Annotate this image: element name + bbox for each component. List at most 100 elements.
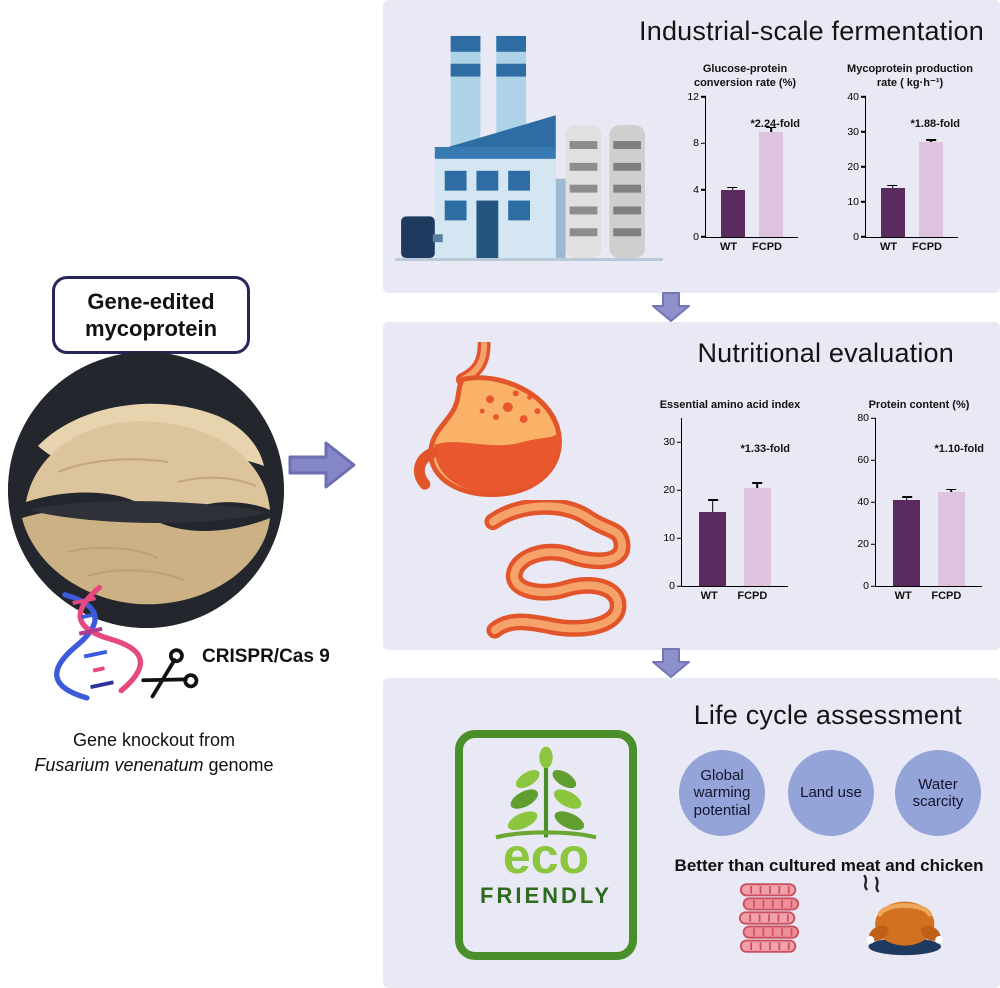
y-tick-label: 8 [693,137,699,150]
arrow-down-icon [650,291,692,328]
nutrition-title: Nutritional evaluation [697,338,954,368]
bar-column-wt [699,418,727,587]
y-tick-mark [871,501,876,504]
intestine-icon [471,498,639,648]
y-tick-label: 4 [693,183,699,196]
x-label-fcpd: FCPD [931,590,962,603]
gene-edited-mycoprotein-label: Gene-edited mycoprotein [52,276,250,354]
y-tick-label: 0 [669,580,675,593]
lca-footnote: Better than cultured meat and chicken [674,856,984,875]
eco-word: eco [502,828,590,884]
eco-friendly-logo: eco FRIENDLY [455,730,637,960]
x-label-fcpd: FCPD [912,240,942,253]
lifecycle-title: Life cycle assessment [693,700,962,730]
error-bar-fcpd [950,489,952,492]
arrow-right-icon [286,436,358,499]
y-tick-mark [871,543,876,546]
y-tick-mark [871,585,876,588]
y-tick-label: 10 [663,532,675,545]
circle-water-scarcity: Water scarcity [895,750,981,836]
species-name: Fusarium venenatum [34,755,204,776]
y-tick-mark [701,235,706,238]
y-tick-label: 20 [847,160,859,173]
chart-glucose-conversion: Glucose-protein conversion rate (%) 0 4 8 1… [675,62,815,253]
bar-column-wt [893,418,921,587]
circle-global-warming: Global warming potential [679,750,765,836]
x-label-wt: WT [700,590,718,603]
y-tick-mark [677,537,682,540]
panel-industrial-fermentation: Industrial-scale fermentation [383,0,1000,293]
genome-word: genome [203,755,274,776]
chart-title: Glucose-protein conversion rate (%) [693,63,797,90]
panel-life-cycle-assessment: Life cycle assessment eco FRIENDLY Globa… [383,678,1000,988]
x-label-fcpd: FCPD [737,590,768,603]
factory-icon [395,30,663,268]
x-label-fcpd: FCPD [752,240,782,253]
bar-fcpd [919,142,944,237]
bar-fcpd [743,487,771,587]
y-tick-label: 30 [847,125,859,138]
y-tick-mark [701,142,706,145]
mycoprotein-photo-art [8,352,284,628]
y-tick-mark [861,235,866,238]
error-bar-fcpd [930,140,933,143]
crispr-cas9-label: CRISPR/Cas 9 [202,646,330,667]
friendly-word: FRIENDLY [480,883,612,908]
y-tick-label: 0 [863,580,869,593]
y-tick-mark [677,585,682,588]
y-tick-label: 0 [853,230,859,243]
bar-wt [699,511,727,587]
bars-group [682,418,788,587]
x-label-wt: WT [719,240,738,253]
roast-chicken-icon [851,874,947,963]
y-tick-mark [861,95,866,98]
y-tick-label: 30 [663,436,675,449]
y-tick-label: 60 [857,454,869,467]
y-tick-mark [861,200,866,203]
error-bar-wt [891,185,894,188]
y-tick-mark [701,95,706,98]
y-tick-mark [861,130,866,133]
error-bar-wt [712,499,714,512]
chart-x-labels: WT FCPD [681,590,787,602]
y-tick-label: 40 [847,90,859,103]
y-tick-mark [871,459,876,462]
y-tick-mark [861,165,866,168]
stomach-icon [398,337,588,505]
panel-nutritional-evaluation: Nutritional evaluation E [383,322,1000,650]
bar-fcpd [759,131,784,237]
scissors-icon [141,648,200,712]
error-bar-wt [906,497,908,501]
x-label-wt: WT [879,240,898,253]
y-tick-mark [677,441,682,444]
bars-group [706,97,798,237]
error-bar-fcpd [756,483,758,488]
circle-land-use: Land use [788,750,874,836]
chart-x-labels: WT FCPD [875,590,981,602]
bar-column-fcpd [759,97,784,237]
plant-icon [495,746,597,840]
chart-title: Essential amino acid index [659,399,801,411]
bar-fcpd [937,491,965,587]
x-label-wt: WT [894,590,912,603]
chart-plot: 0 10 20 30 *1.33-fold [663,418,790,592]
cultured-meat-icon [738,882,800,959]
y-tick-mark [701,189,706,191]
chart-title: Mycoprotein production rate ( kg·h⁻¹) [847,63,973,90]
y-tick-label: 20 [663,484,675,497]
arrow-down-icon [650,647,692,684]
fold-annotation: *1.10-fold [934,443,984,456]
bar-column-fcpd [919,97,944,237]
bar-column-fcpd [937,418,965,587]
chart-x-labels: WT FCPD [705,241,797,253]
y-tick-label: 12 [687,90,699,103]
y-tick-label: 0 [693,230,699,243]
y-tick-label: 20 [857,538,869,551]
chart-title: Protein content (%) [868,399,970,411]
bar-column-wt [720,97,745,237]
fold-annotation: *1.33-fold [740,443,790,456]
